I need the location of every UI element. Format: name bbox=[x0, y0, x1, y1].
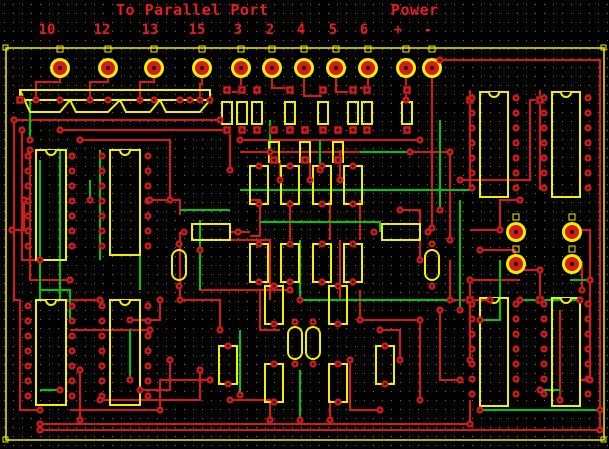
board-outline bbox=[5, 47, 605, 441]
connector-pads bbox=[50, 45, 582, 274]
pin-label: 12 bbox=[93, 22, 111, 38]
pin-label: - bbox=[423, 22, 433, 38]
resistor bbox=[191, 223, 231, 241]
pad-marker bbox=[198, 45, 206, 53]
pin-label: + bbox=[393, 22, 403, 38]
pin-label: 3 bbox=[233, 22, 243, 38]
pin-label: 15 bbox=[188, 22, 206, 38]
pin-label: 4 bbox=[296, 22, 306, 38]
ic-notches bbox=[45, 91, 572, 306]
pad-marker bbox=[237, 45, 245, 53]
pad-marker bbox=[402, 45, 410, 53]
pad-marker bbox=[56, 45, 64, 53]
resistor bbox=[381, 223, 421, 241]
resistor bbox=[251, 101, 263, 125]
capacitor bbox=[305, 326, 321, 360]
pad-marker bbox=[150, 45, 158, 53]
resistor bbox=[317, 101, 329, 125]
board-corner-tr bbox=[600, 44, 607, 51]
pin-label: 2 bbox=[265, 22, 275, 38]
pad-marker bbox=[428, 45, 436, 53]
resistor bbox=[361, 101, 373, 125]
parallel-port-title: To Parallel Port bbox=[116, 1, 269, 19]
pin-label: 6 bbox=[359, 22, 369, 38]
pad-marker bbox=[268, 45, 276, 53]
pin-label: 13 bbox=[141, 22, 159, 38]
resistor bbox=[347, 101, 359, 125]
pin-label: 10 bbox=[38, 22, 56, 38]
resistor bbox=[284, 101, 296, 125]
resistor bbox=[221, 101, 233, 125]
resistor bbox=[236, 101, 248, 125]
capacitor bbox=[424, 249, 440, 281]
capacitor bbox=[171, 249, 187, 281]
pin-label: 5 bbox=[328, 22, 338, 38]
capacitor bbox=[287, 326, 303, 360]
board-corner-bl bbox=[2, 436, 9, 443]
board-corner-tl bbox=[2, 44, 9, 51]
pad-marker bbox=[364, 45, 372, 53]
board-corner-br bbox=[600, 436, 607, 443]
pad-marker bbox=[300, 45, 308, 53]
via-pads bbox=[8, 56, 604, 434]
pad-marker bbox=[332, 45, 340, 53]
pad-marker bbox=[104, 45, 112, 53]
power-title: Power bbox=[391, 1, 439, 19]
